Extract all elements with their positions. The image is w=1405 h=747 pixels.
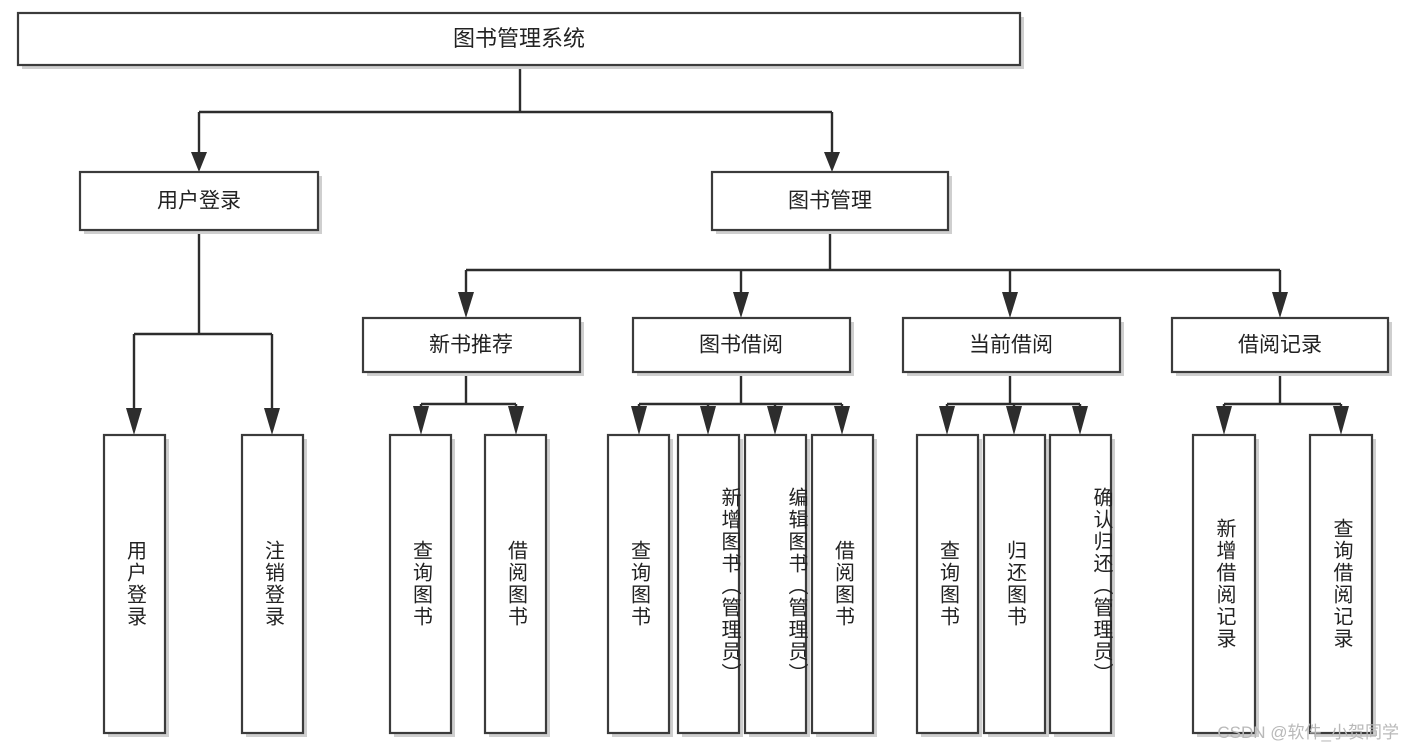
node-book-borrow[interactable]: 图书借阅: [631, 316, 854, 376]
node-root[interactable]: 图书管理系统: [16, 11, 1024, 69]
node-leaf-user-login[interactable]: [102, 433, 169, 737]
node-leaf-user-logout[interactable]: [240, 433, 307, 737]
leaf-boxes: [102, 433, 1376, 737]
node-borrow-record[interactable]: 借阅记录: [1170, 316, 1392, 376]
node-leaf-borrow-book-1[interactable]: [483, 433, 550, 737]
connector-group-book-borrow: [631, 374, 850, 435]
node-book-manage[interactable]: 图书管理: [710, 170, 952, 234]
node-leaf-confirm-return[interactable]: [1048, 433, 1115, 737]
connector-group-new-book-recommend: [413, 374, 524, 435]
node-borrow-record-label: 借阅记录: [1238, 334, 1322, 357]
node-user-login-label: 用户登录: [157, 190, 241, 213]
node-current-borrow-label: 当前借阅: [969, 334, 1053, 357]
connector-group-book-manage: [458, 232, 1288, 318]
node-book-borrow-label: 图书借阅: [699, 334, 783, 357]
node-leaf-query-book-2[interactable]: [606, 433, 673, 737]
node-leaf-add-book[interactable]: [676, 433, 743, 737]
node-leaf-return-book[interactable]: [982, 433, 1049, 737]
connector-group-current-borrow: [939, 374, 1088, 435]
node-book-manage-label: 图书管理: [788, 190, 872, 213]
connector-group-user-login: [126, 232, 280, 435]
node-root-label: 图书管理系统: [453, 26, 585, 51]
node-current-borrow[interactable]: 当前借阅: [901, 316, 1124, 376]
node-leaf-add-record[interactable]: [1191, 433, 1259, 737]
node-leaf-query-book-1[interactable]: [388, 433, 455, 737]
csdn-watermark: CSDN @软件_小贺同学: [1217, 723, 1399, 742]
node-leaf-query-book-3[interactable]: [915, 433, 982, 737]
node-new-book-recommend[interactable]: 新书推荐: [361, 316, 584, 376]
connector-group-borrow-record: [1216, 374, 1349, 435]
node-leaf-edit-book[interactable]: [743, 433, 810, 737]
node-leaf-query-record[interactable]: [1308, 433, 1376, 737]
node-leaf-borrow-book-2[interactable]: [810, 433, 877, 737]
connector-group-root: [191, 67, 840, 172]
node-user-login[interactable]: 用户登录: [78, 170, 322, 234]
node-new-book-recommend-label: 新书推荐: [429, 334, 513, 357]
